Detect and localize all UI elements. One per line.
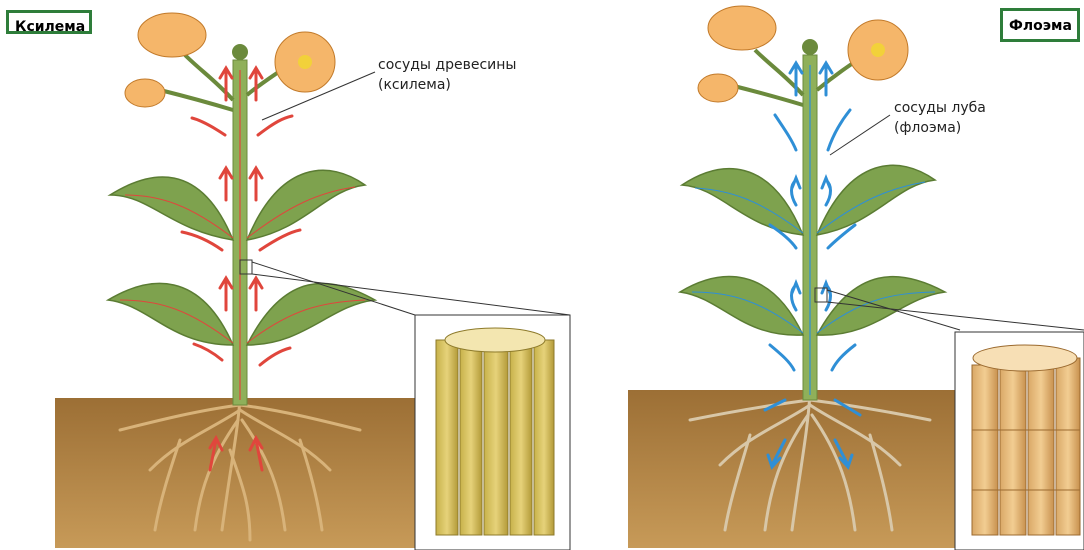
phloem-sieve-tubes xyxy=(972,345,1080,535)
phloem-callout-line2: (флоэма) xyxy=(894,118,986,138)
xylem-callout: сосуды древесины (ксилема) xyxy=(378,55,516,95)
phloem-title: Флоэма xyxy=(1000,8,1080,42)
phloem-panel xyxy=(628,6,1084,550)
xylem-callout-line2: (ксилема) xyxy=(378,75,516,95)
soil-left xyxy=(55,398,415,548)
flowers-left xyxy=(125,13,335,110)
xylem-title: Ксилема xyxy=(6,10,92,34)
soil-right xyxy=(628,390,978,548)
xylem-callout-line1: сосуды древесины xyxy=(378,55,516,75)
phloem-callout: сосуды луба (флоэма) xyxy=(894,98,986,138)
phloem-callout-line1: сосуды луба xyxy=(894,98,986,118)
xylem-vessels xyxy=(436,328,554,535)
